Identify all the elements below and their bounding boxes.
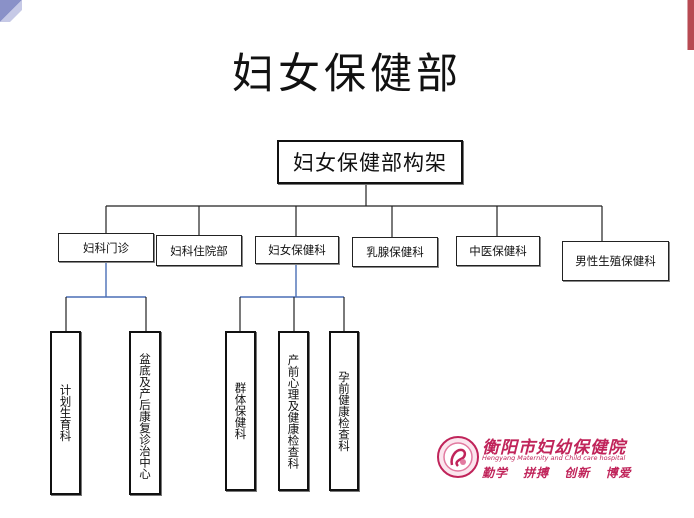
dept-gynecology-outpatient: 妇科门诊	[58, 233, 154, 262]
subunit-label: 产前心理及健康检查科	[286, 353, 301, 469]
dept-tcm-health: 中医保健科	[456, 236, 540, 266]
dept-womens-health: 妇女保健科	[255, 236, 339, 264]
corner-decoration	[0, 0, 22, 22]
dept-label: 妇科门诊	[83, 240, 129, 255]
dept-label: 中医保健科	[469, 244, 527, 258]
hospital-motto: 勤学 拼搏 创新 博爱	[482, 466, 632, 480]
subunit-prenatal-check: 产前心理及健康检查科	[278, 331, 309, 491]
subunit-label: 群体保健科	[233, 382, 248, 440]
dept-gynecology-inpatient: 妇科住院部	[156, 235, 242, 266]
dept-breast-health: 乳腺保健科	[352, 237, 438, 267]
subunit-label: 孕前健康检查科	[337, 370, 351, 452]
edge-accent-bar	[688, 0, 694, 50]
dept-label: 妇女保健科	[268, 243, 326, 257]
hospital-logo: 衡阳市妇幼保健院 Hengyang Maternity and Child ca…	[436, 429, 686, 489]
subunit-label: 计划生育科	[58, 384, 73, 442]
subunit-pelvic-floor-center: 盆底及产后康复诊治中心	[129, 331, 161, 495]
page-title: 妇女保健部	[231, 49, 462, 98]
root-label: 妇女保健部构架	[293, 151, 447, 175]
dept-male-reproductive-health: 男性生殖保健科	[562, 241, 669, 281]
dept-label: 男性生殖保健科	[575, 254, 656, 268]
subunit-group-health: 群体保健科	[225, 331, 256, 491]
hospital-english-name: Hengyang Maternity and Child care hospit…	[482, 454, 626, 462]
dept-label: 乳腺保健科	[366, 245, 424, 259]
subunit-family-planning: 计划生育科	[50, 331, 81, 495]
edge-accent-bar-light	[687, 0, 688, 50]
subunit-label: 盆底及产后康复诊治中心	[138, 353, 152, 480]
subunit-preconception-check: 孕前健康检查科	[329, 331, 359, 491]
dept-label: 妇科住院部	[170, 243, 228, 258]
hospital-emblem-icon	[437, 436, 479, 478]
hospital-name: 衡阳市妇幼保健院	[482, 438, 626, 458]
root-node: 妇女保健部构架	[277, 140, 463, 184]
